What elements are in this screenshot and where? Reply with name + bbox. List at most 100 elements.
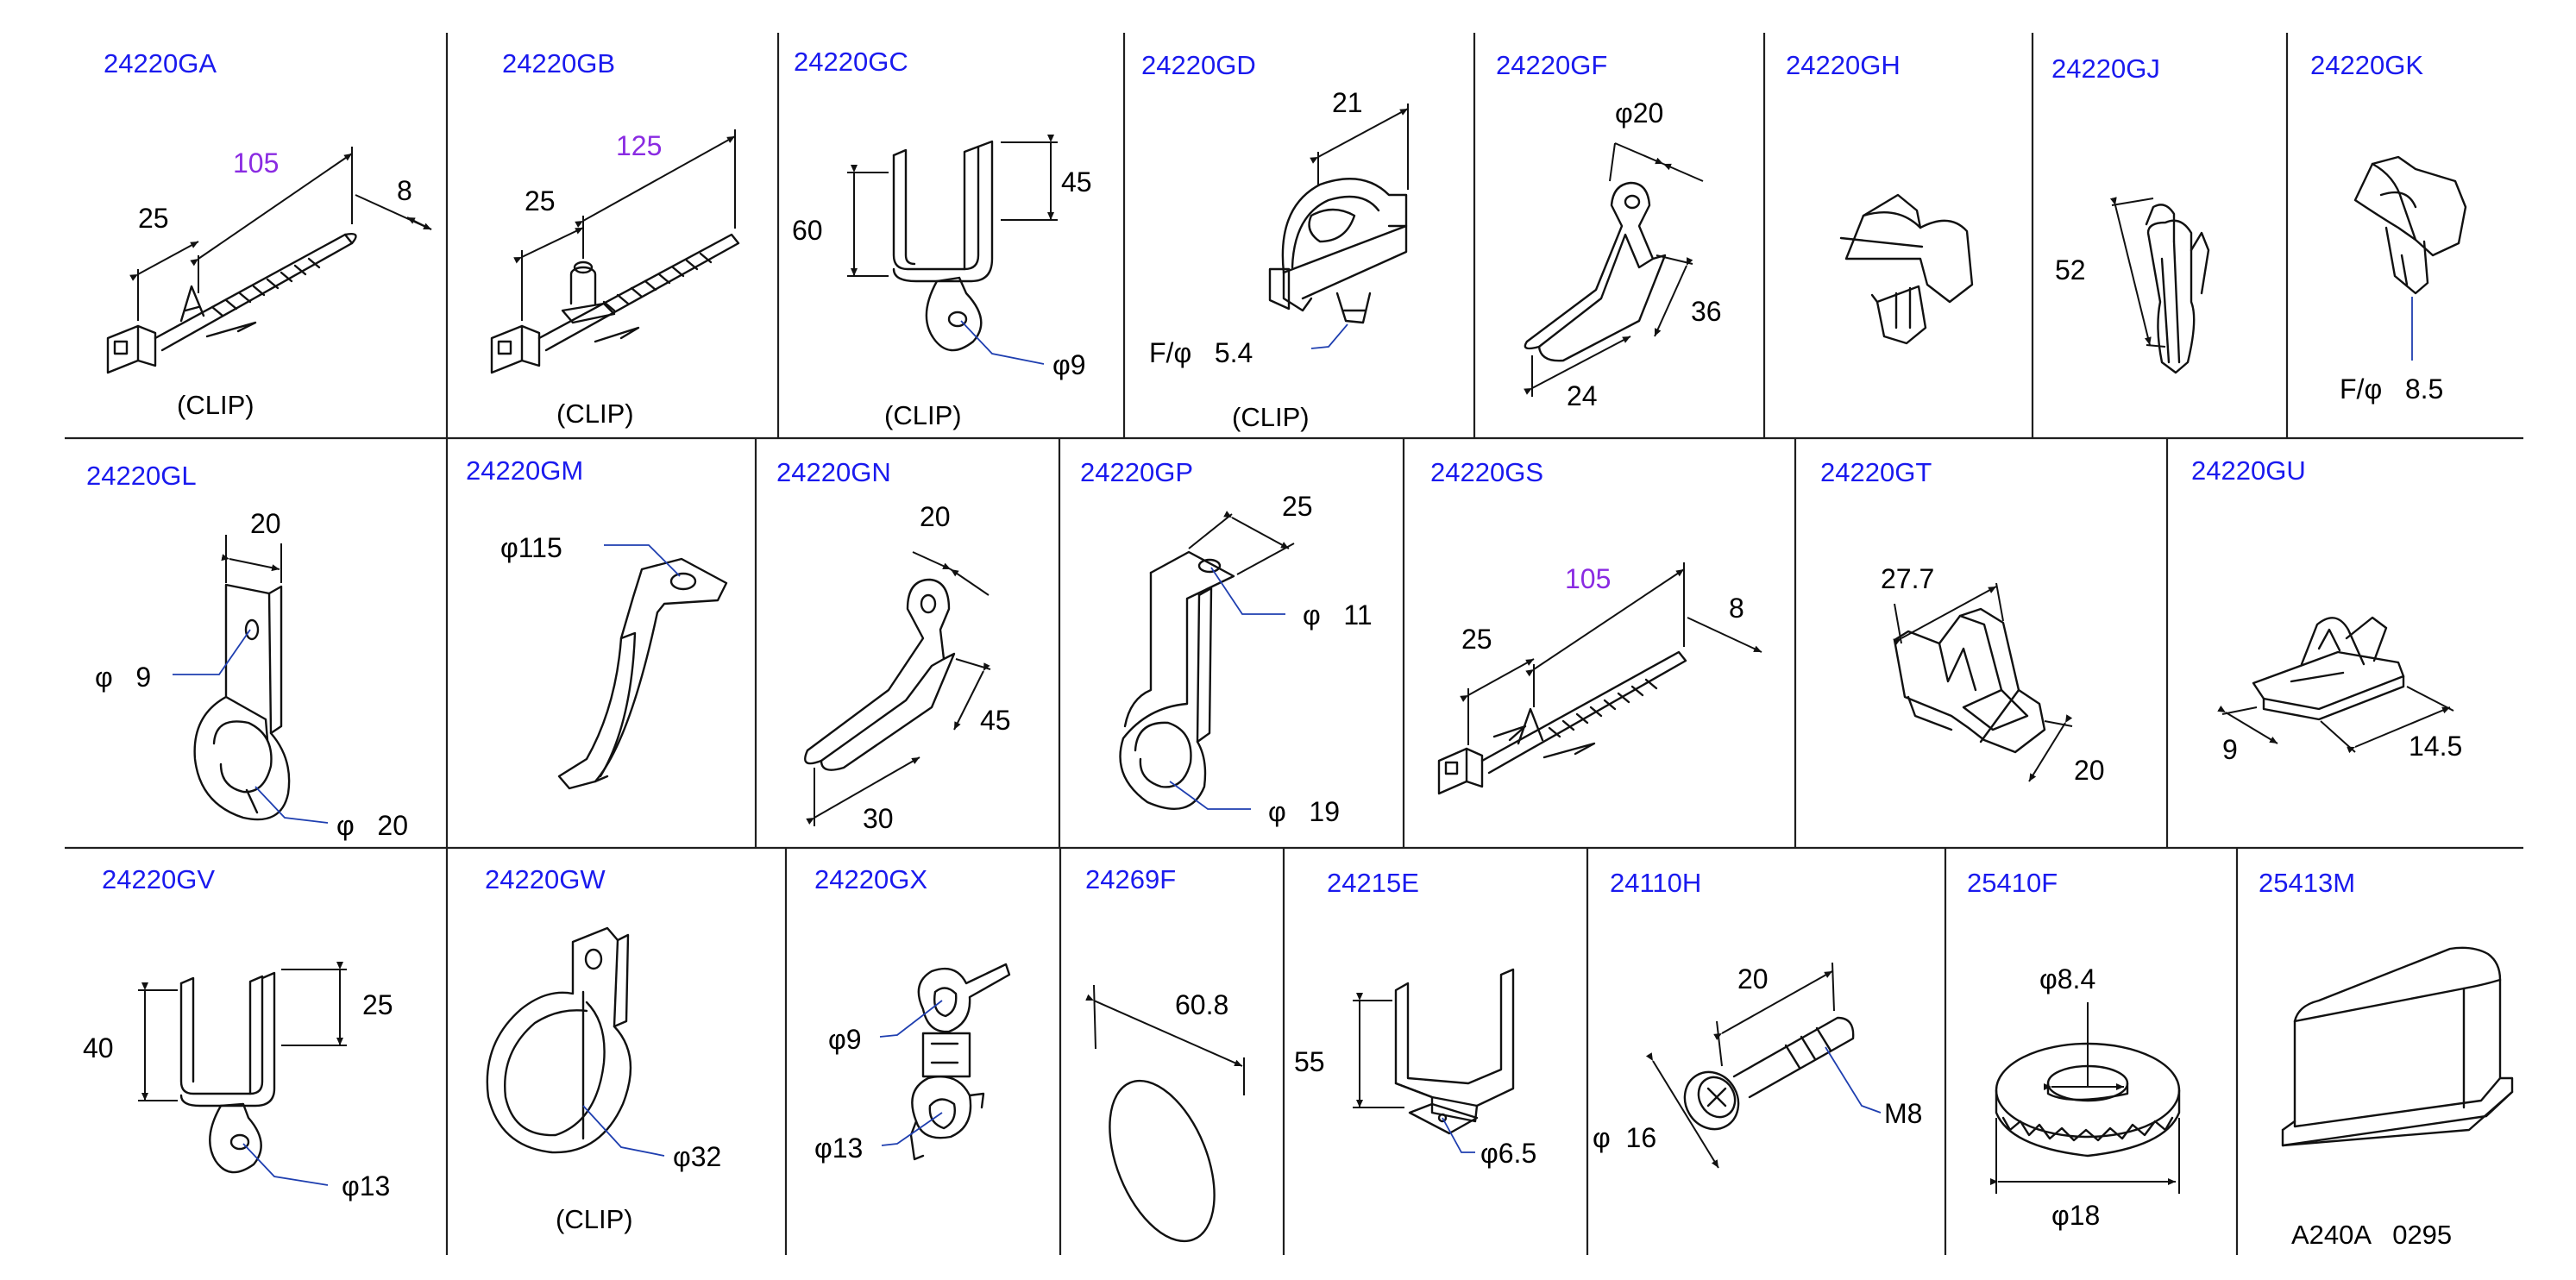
dimension-lines <box>1990 1002 2180 1194</box>
tab-clamp-drawing <box>193 583 291 821</box>
part-number-24220gm[interactable]: 24220GM <box>466 455 583 486</box>
part-number-24110h[interactable]: 24110H <box>1610 868 1701 898</box>
bolt-drawing <box>1683 1016 1855 1131</box>
dimension-c: 30 <box>863 803 894 834</box>
part-number-24220gw[interactable]: 24220GW <box>485 864 606 894</box>
dimension-lines <box>1310 104 1409 190</box>
cell-25410f: 25410F φ8.4 φ18 <box>1967 868 2181 1231</box>
cell-24220gp: 24220GP 25 φ 11 φ 19 <box>1080 457 1373 827</box>
part-number-24220gl[interactable]: 24220GL <box>86 461 197 491</box>
length-dimension: 105 <box>233 147 279 179</box>
part-number-24220gb[interactable]: 24220GB <box>502 48 615 78</box>
part-number-24220gv[interactable]: 24220GV <box>102 864 215 894</box>
part-number-25410f[interactable]: 25410F <box>1967 868 2058 898</box>
dimension-lines <box>1085 984 1245 1095</box>
part-number-24220ga[interactable]: 24220GA <box>104 48 217 78</box>
dimension-a: φ8.4 <box>2039 963 2095 995</box>
cell-24220gx: 24220GX φ9 φ13 <box>814 864 1011 1164</box>
dimension-b: φ 11 <box>1303 599 1373 631</box>
dimension-lines <box>138 962 347 1101</box>
dimension-a: φ20 <box>1615 97 1663 129</box>
base-clip-drawing <box>2252 616 2405 721</box>
dimension-a: F/φ 8.5 <box>2340 373 2443 405</box>
dimension-a: 27.7 <box>1881 563 1934 594</box>
dimension-a: 20 <box>250 508 281 539</box>
part-number-24220gd[interactable]: 24220GD <box>1141 50 1256 80</box>
u-mount-drawing <box>1394 968 1515 1135</box>
part-number-24220gx[interactable]: 24220GX <box>814 864 927 894</box>
angle-bracket-drawing <box>804 578 956 771</box>
cell-25413m: 25413M A240A 0295 <box>2259 868 2514 1250</box>
clip-label: (CLIP) <box>177 390 254 420</box>
tie-mount-drawing <box>490 233 740 374</box>
part-number-24220gc[interactable]: 24220GC <box>794 47 908 77</box>
cell-24220gt: 24220GT 27.7 20 <box>1820 457 2105 786</box>
double-clip-drawing <box>909 963 1011 1161</box>
cell-24220gm: 24220GM φ115 <box>466 455 728 790</box>
dimension-lines <box>806 551 991 826</box>
part-number-24220gh[interactable]: 24220GH <box>1786 50 1901 80</box>
dimension-a: 25 <box>525 185 556 216</box>
clip-tie-drawing <box>106 232 357 374</box>
cell-24220gb: 24220GB 125 25 (CLIP) <box>490 48 740 429</box>
dimension-b: 14.5 <box>2409 731 2462 762</box>
dimension-lines <box>1645 962 1835 1169</box>
part-number-24220gu[interactable]: 24220GU <box>2191 455 2306 486</box>
part-number-24220gk[interactable]: 24220GK <box>2310 50 2423 80</box>
dimension-a: φ115 <box>500 532 562 563</box>
dimension-a: φ9 <box>828 1024 862 1055</box>
part-number-24220gs[interactable]: 24220GS <box>1430 457 1543 487</box>
pin-clip-drawing <box>2145 204 2210 374</box>
dimension-a: 21 <box>1332 87 1363 118</box>
clip-tie-drawing <box>1437 650 1687 795</box>
dimension-b: 20 <box>2074 755 2105 786</box>
cell-24220gv: 24220GV 40 25 φ13 <box>83 864 393 1202</box>
figure-code: A240A 0295 <box>2291 1220 2452 1250</box>
oval-pad-drawing <box>1109 1079 1216 1243</box>
part-number-25413m[interactable]: 25413M <box>2259 868 2355 898</box>
dimension-b: 25 <box>362 989 393 1020</box>
dimension-b: φ 16 <box>1593 1122 1656 1153</box>
bent-bracket-drawing <box>1524 181 1667 362</box>
dimension-a: 20 <box>920 501 951 532</box>
dimension-lines <box>2217 686 2454 754</box>
part-number-24220gf[interactable]: 24220GF <box>1496 50 1607 80</box>
dimension-b: φ 9 <box>95 662 151 693</box>
loop-clamp-drawing <box>486 926 632 1154</box>
cell-24220gc: 24220GC 60 45 φ9 (CLIP) <box>792 47 1092 430</box>
part-number-24220gp[interactable]: 24220GP <box>1080 457 1193 487</box>
dimension-a: 52 <box>2055 254 2086 285</box>
cell-24269f: 24269F 60.8 <box>1085 864 1245 1243</box>
dimension-lines <box>1524 142 1704 397</box>
dimension-a: 40 <box>83 1032 114 1064</box>
dimension-c: φ 20 <box>336 810 408 841</box>
part-number-24220gt[interactable]: 24220GT <box>1820 457 1932 487</box>
cell-24220gh: 24220GH <box>1786 50 1974 345</box>
dimension-b: 36 <box>1691 296 1722 327</box>
cell-24220gw: 24220GW φ32 (CLIP) <box>485 864 721 1234</box>
part-number-24220gj[interactable]: 24220GJ <box>2051 53 2160 84</box>
clip-label: (CLIP) <box>1232 402 1310 432</box>
cell-24220gk: 24220GK F/φ 8.5 <box>2310 50 2467 405</box>
dimension-b: F/φ 5.4 <box>1149 337 1253 368</box>
cell-24220gu: 24220GU 9 14.5 <box>2191 455 2462 765</box>
cell-24220ga: 24220GA 105 25 8 (CLIP) <box>104 48 432 420</box>
dimension-c: M8 <box>1884 1098 1922 1129</box>
strap-bracket-drawing <box>557 557 728 790</box>
part-number-24269f[interactable]: 24269F <box>1085 864 1176 894</box>
dimension-a: 25 <box>1461 624 1492 655</box>
dimension-a: 55 <box>1294 1046 1325 1077</box>
cell-24215e: 24215E 55 φ6.5 <box>1294 868 1536 1169</box>
dimension-b: φ6.5 <box>1480 1138 1536 1169</box>
dimension-lines <box>1188 511 1295 575</box>
part-number-24220gn[interactable]: 24220GN <box>776 457 891 487</box>
dimension-lines <box>2109 197 2166 348</box>
harness-clip-drawing <box>1839 193 1974 345</box>
dimension-b: 8 <box>397 175 412 206</box>
dimension-a: 25 <box>138 203 169 234</box>
clip-label: (CLIP) <box>556 398 634 429</box>
dimension-b: φ18 <box>2051 1200 2100 1231</box>
part-number-24215e[interactable]: 24215E <box>1327 868 1419 898</box>
dimension-lines <box>1460 562 1762 745</box>
